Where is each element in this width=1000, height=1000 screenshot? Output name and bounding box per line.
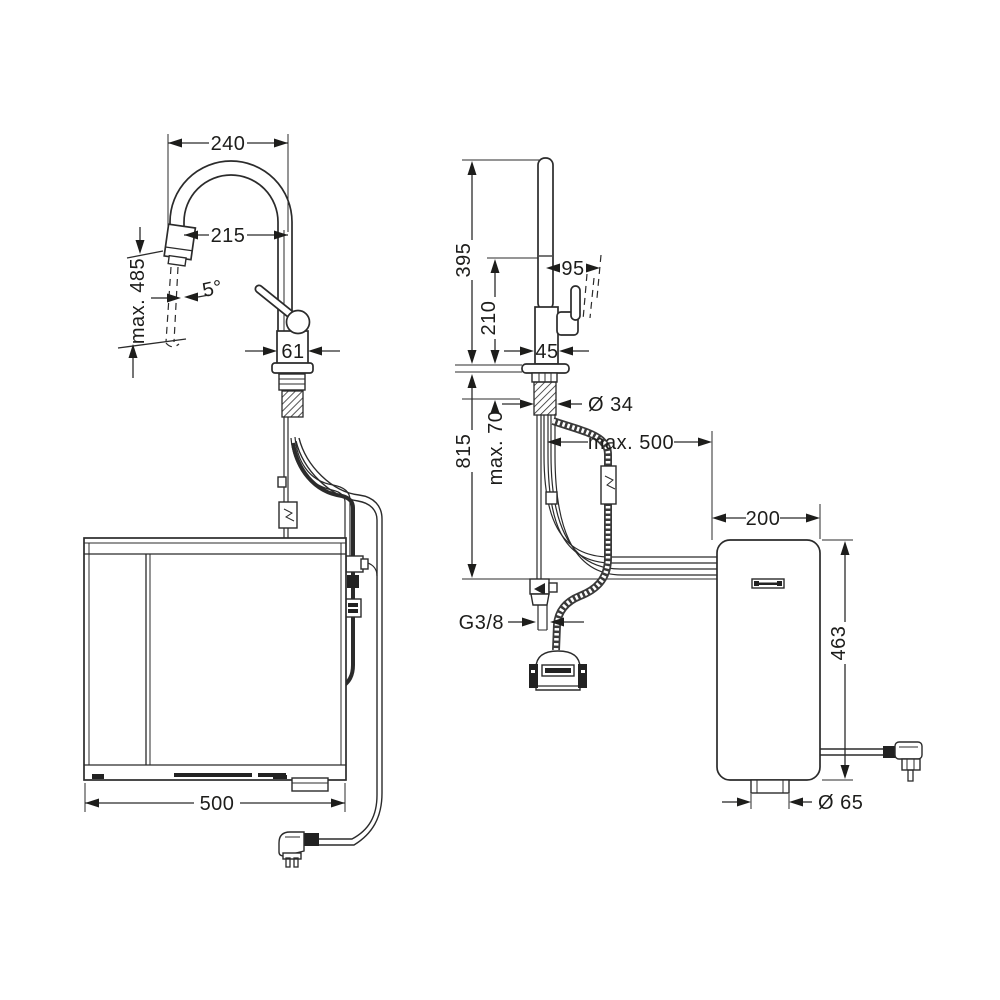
dimension-max-height: max. 485: [117, 227, 187, 378]
power-plug-side: [820, 741, 923, 782]
dim-label-815: 815: [453, 434, 475, 469]
dimension-hose-drop: 815: [453, 374, 477, 578]
plug-connector: [304, 833, 319, 846]
faucet-column-side: [537, 157, 554, 311]
dim-label-240: 240: [211, 133, 246, 155]
handle-lever-side: [570, 285, 581, 321]
handle-swivel-dashed: [582, 273, 595, 321]
hose-clamp-side: [545, 491, 558, 505]
faucet-body: [276, 330, 309, 365]
side-view: 395 815 210 max. 70 95: [453, 157, 923, 814]
spray-head: [163, 223, 197, 267]
dimension-total-height: 395: [453, 161, 477, 364]
spray-swivel-dashed: [165, 266, 180, 348]
wall-fitting: [345, 555, 369, 573]
side-hoses: [529, 415, 717, 691]
dim-label-o65: Ø 65: [818, 792, 863, 814]
dimension-swivel-angle: 5°: [151, 276, 225, 303]
dim-label-215: 215: [211, 225, 246, 247]
handle-ball-joint: [285, 309, 311, 335]
dimension-unit-width: 500: [85, 793, 345, 815]
dim-label-61: 61: [281, 341, 304, 363]
dim-label-max-70: max. 70: [485, 411, 507, 486]
faucet-handle: [254, 284, 300, 323]
connector-icon: [283, 508, 295, 522]
power-plug-front: [278, 831, 319, 868]
dimension-handle-depth: 95: [546, 258, 600, 280]
dim-label-210: 210: [478, 301, 500, 336]
dimension-filter-height: 463: [828, 541, 850, 779]
dim-label-45: 45: [535, 341, 558, 363]
dimension-spout-inner: 215: [184, 225, 288, 247]
dim-label-o34: Ø 34: [588, 394, 633, 416]
unit-foot: [273, 775, 287, 779]
dim-label-5deg: 5°: [200, 276, 224, 302]
filter-base: [750, 779, 790, 794]
dim-label-200: 200: [746, 508, 781, 530]
dimension-filter-width: 200: [712, 508, 820, 530]
dim-label-463: 463: [828, 626, 850, 661]
vent-slot: [174, 773, 252, 777]
dim-label-500: 500: [200, 793, 235, 815]
mounting-shank-side: [531, 372, 558, 416]
front-hoses: [277, 417, 383, 846]
plug-connector: [883, 746, 896, 758]
dimension-spout-reach: 240: [168, 133, 288, 155]
unit-bottom-box: [291, 777, 329, 792]
dim-label-95: 95: [561, 258, 584, 280]
dimension-shank-diameter: Ø 34: [502, 394, 633, 416]
dimension-hose-reach: max. 500: [547, 432, 712, 454]
dimension-outlet-height: 210: [478, 259, 500, 364]
dim-label-g38: G3/8: [459, 612, 504, 634]
dim-label-max-500: max. 500: [588, 432, 674, 454]
dimension-counter-thickness: max. 70: [485, 400, 507, 485]
hose-connector: [278, 501, 298, 529]
dimension-connection: G3/8: [459, 612, 584, 634]
dimension-body-depth: 45: [504, 341, 589, 363]
weight-label: [545, 668, 571, 673]
escutcheon-side: [521, 363, 570, 374]
faucet-side: [521, 157, 595, 416]
hose-connector-side: [600, 465, 617, 505]
dim-label-395: 395: [453, 243, 475, 278]
dimension-body-width: 61: [245, 341, 340, 363]
hose-clamp: [277, 476, 287, 488]
connector-icon: [604, 475, 616, 490]
hose-weight: [529, 650, 587, 691]
inline-connector: [344, 598, 362, 618]
angle-valve: [529, 578, 558, 631]
mounting-shank-front: [278, 373, 306, 418]
unit-foot: [92, 774, 104, 779]
base-escutcheon: [271, 362, 314, 374]
dim-label-max-485: max. 485: [127, 258, 149, 344]
dimension-filter-base: Ø 65: [722, 792, 863, 814]
vent-slot: [258, 773, 286, 777]
filter-slot: [751, 578, 785, 589]
cable-clamp: [347, 575, 359, 588]
filter-bottle: [716, 539, 923, 794]
braided-hose: [551, 417, 612, 651]
undersink-unit: [83, 537, 347, 792]
faucet-front: [163, 160, 314, 418]
front-view: 240 215 max. 485 5°: [83, 133, 383, 868]
